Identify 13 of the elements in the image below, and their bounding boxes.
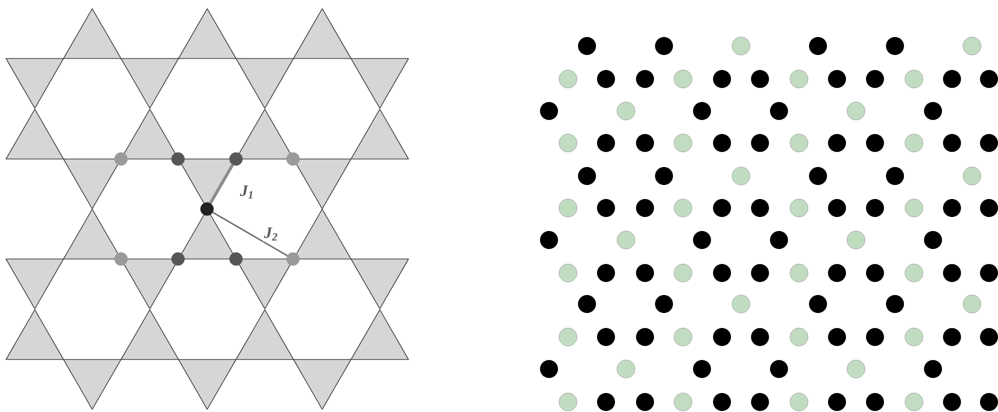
lattice-site xyxy=(114,252,128,266)
lattice-site xyxy=(171,252,185,266)
exchange-bond xyxy=(209,164,234,204)
lattice-site xyxy=(286,252,300,266)
lattice-site xyxy=(200,202,214,216)
lattice-site xyxy=(286,152,300,166)
lattice-site xyxy=(114,152,128,166)
lattice-site xyxy=(229,252,243,266)
lattice-site xyxy=(171,152,185,166)
edge-label: J$_{2}$ xyxy=(262,226,280,242)
edge-label: J$_{1}$ xyxy=(238,184,256,200)
lattice-site xyxy=(229,152,243,166)
exchange-bond xyxy=(212,212,288,256)
